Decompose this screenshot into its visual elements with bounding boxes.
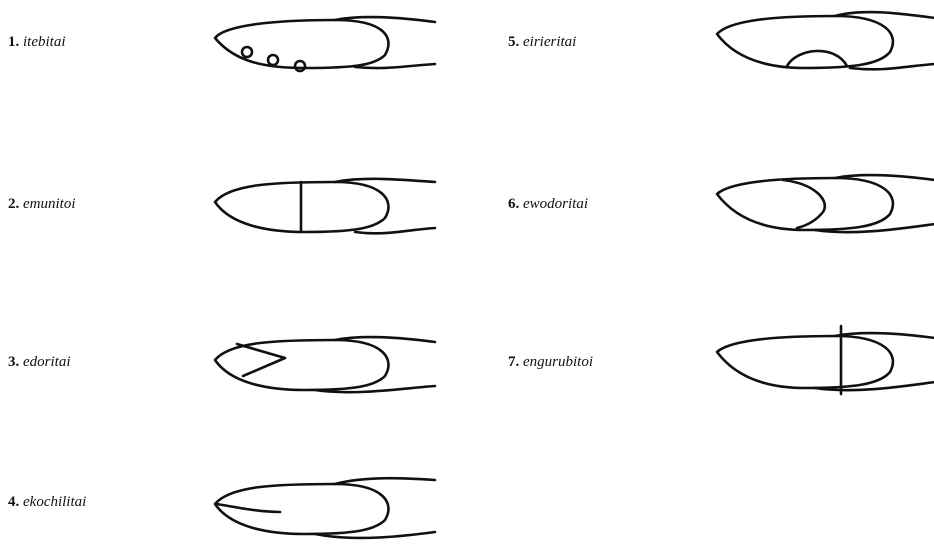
ear-mark-label-2: 2. emunitoi (8, 196, 76, 213)
ear-mark-entry-1: 1. itebitai (0, 10, 460, 100)
ear-with-v-notch-icon (205, 330, 440, 405)
ear-mark-label-5: 5. eirieritai (508, 34, 576, 51)
ear-mark-entry-3: 3. edoritai (0, 330, 460, 420)
ear-mark-label-7: 7. engurubitoi (508, 354, 593, 371)
ear-with-curved-line-icon (705, 172, 934, 247)
ear-mark-label-1: 1. itebitai (8, 34, 66, 51)
ear-with-slit-icon (205, 470, 440, 550)
ear-mark-entry-5: 5. eirieritai (500, 10, 934, 100)
ear-with-three-holes-icon (205, 10, 440, 85)
ear-mark-label-4: 4. ekochilitai (8, 494, 86, 511)
ear-with-vertical-line-icon (205, 172, 440, 247)
ear-mark-entry-6: 6. ewodoritai (500, 172, 934, 262)
ear-with-arc-cut-icon (705, 10, 934, 85)
ear-mark-entry-7: 7. engurubitoi (500, 330, 934, 420)
ear-mark-entry-4: 4. ekochilitai (0, 470, 460, 560)
ear-mark-entry-2: 2. emunitoi (0, 172, 460, 262)
ear-mark-label-6: 6. ewodoritai (508, 196, 588, 213)
ear-with-vertical-line-right-icon (705, 330, 934, 405)
ear-mark-label-3: 3. edoritai (8, 354, 71, 371)
